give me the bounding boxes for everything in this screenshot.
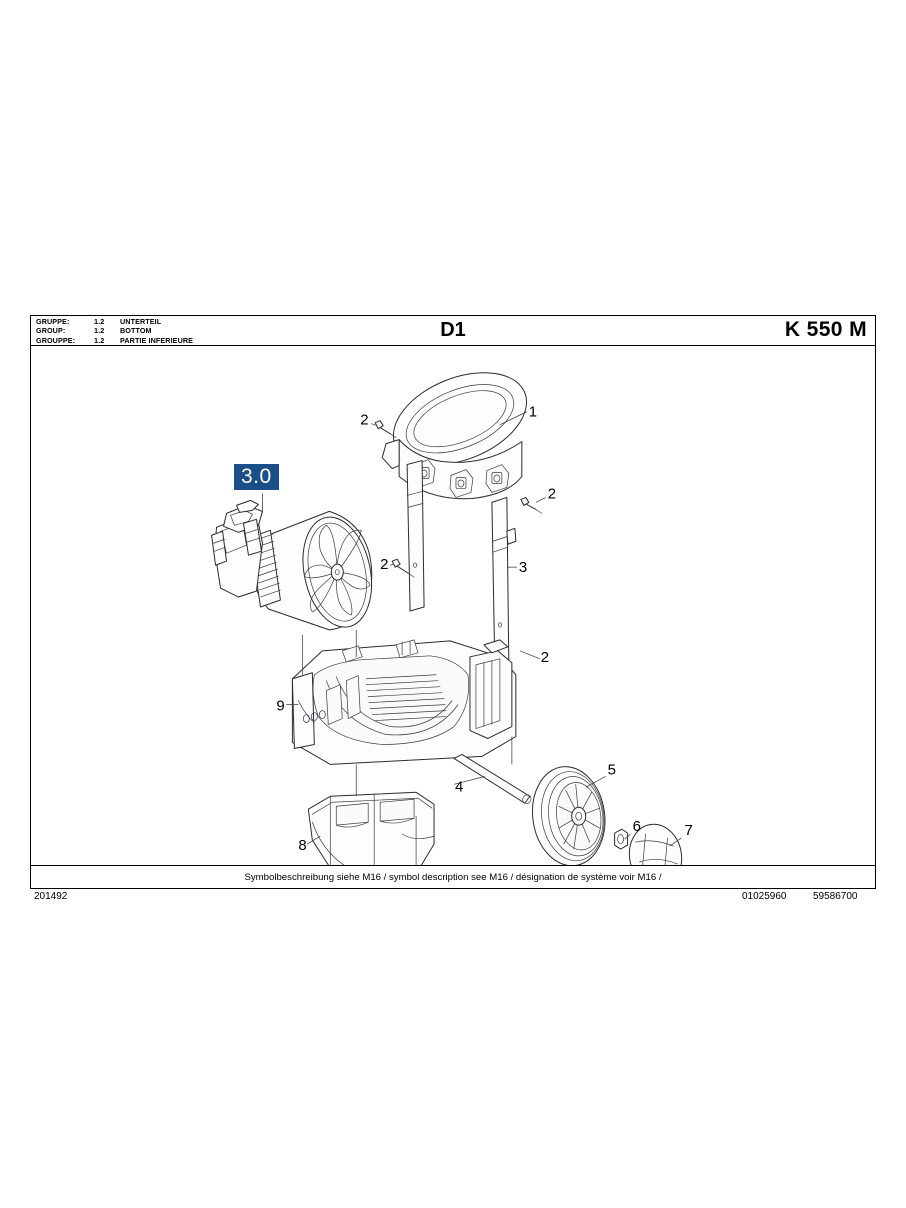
group-name-fr: PARTIE INFERIEURE (120, 335, 194, 345)
part-screw-top-left (374, 420, 397, 438)
part-base-foot (307, 791, 435, 865)
group-name-de: UNTERTEIL (120, 317, 162, 326)
reference-number-row: 201492 01025960 59586700 (30, 891, 876, 909)
part-lower-housing (291, 639, 517, 765)
group-row-de: GRUPPE: 1.2 UNTERTEIL (36, 317, 336, 326)
callout-leader-lines (262, 411, 682, 847)
svg-text:8: 8 (298, 837, 306, 854)
housing-ventilation-ribs (365, 674, 447, 721)
group-row-en: GROUP: 1.2 BOTTOM (36, 326, 336, 335)
group-label-en: GROUP: (36, 326, 66, 336)
svg-text:5: 5 (608, 761, 616, 778)
group-label-de: GRUPPE: (36, 317, 70, 326)
page-code: D1 (440, 319, 466, 341)
svg-text:2: 2 (541, 649, 549, 666)
svg-text:9: 9 (276, 698, 284, 715)
part-axle-rod (453, 753, 532, 804)
sheet-header: GRUPPE: 1.2 UNTERTEIL GROUP: 1.2 BOTTOM … (31, 316, 875, 346)
svg-text:2: 2 (548, 485, 556, 502)
callout-numbers: 1 2 2 3 2 2 4 5 6 7 8 9 2 (276, 404, 692, 854)
part-motor-assembly (211, 499, 373, 631)
part-handle-rod-left (406, 460, 425, 612)
svg-text:3: 3 (519, 559, 527, 576)
parts-diagram-sheet: GRUPPE: 1.2 UNTERTEIL GROUP: 1.2 BOTTOM … (30, 315, 876, 889)
svg-text:6: 6 (633, 818, 641, 835)
part-handle-ring (381, 372, 528, 500)
group-number-fr: 1.2 (94, 335, 105, 345)
highlighted-part-badge[interactable]: 3.0 (234, 464, 279, 490)
exploded-view-drawing: .ln { fill:none; stroke:#2b2b33; stroke-… (31, 346, 875, 865)
part-number: 01025960 (742, 891, 787, 902)
svg-text:7: 7 (684, 822, 692, 839)
motor-fan-blades (304, 524, 371, 616)
part-wheel (531, 766, 606, 865)
part-screw-motor (391, 558, 415, 578)
part-handle-rod-right (491, 496, 517, 672)
svg-text:1: 1 (529, 404, 537, 421)
document-number: 59586700 (813, 891, 858, 902)
group-row-fr: GROUPPE: 1.2 PARTIE INFERIEURE (36, 336, 336, 345)
group-name-en: BOTTOM (120, 326, 152, 336)
group-number-de: 1.2 (94, 317, 105, 326)
model-name: K 550 M (784, 318, 867, 341)
part-hub-cap (628, 823, 683, 865)
svg-text:4: 4 (455, 778, 463, 795)
part-screw-top-right (520, 496, 543, 514)
group-label-fr: GROUPPE: (36, 335, 76, 345)
svg-text:2: 2 (360, 412, 368, 429)
svg-text:2: 2 (380, 556, 388, 573)
part-wheel-nut (614, 828, 629, 850)
group-number-en: 1.2 (94, 326, 105, 336)
symbol-description-note: Symbolbeschreibung siehe M16 / symbol de… (31, 865, 875, 888)
drawing-number: 201492 (34, 891, 68, 902)
group-designation-block: GRUPPE: 1.2 UNTERTEIL GROUP: 1.2 BOTTOM … (36, 317, 336, 345)
